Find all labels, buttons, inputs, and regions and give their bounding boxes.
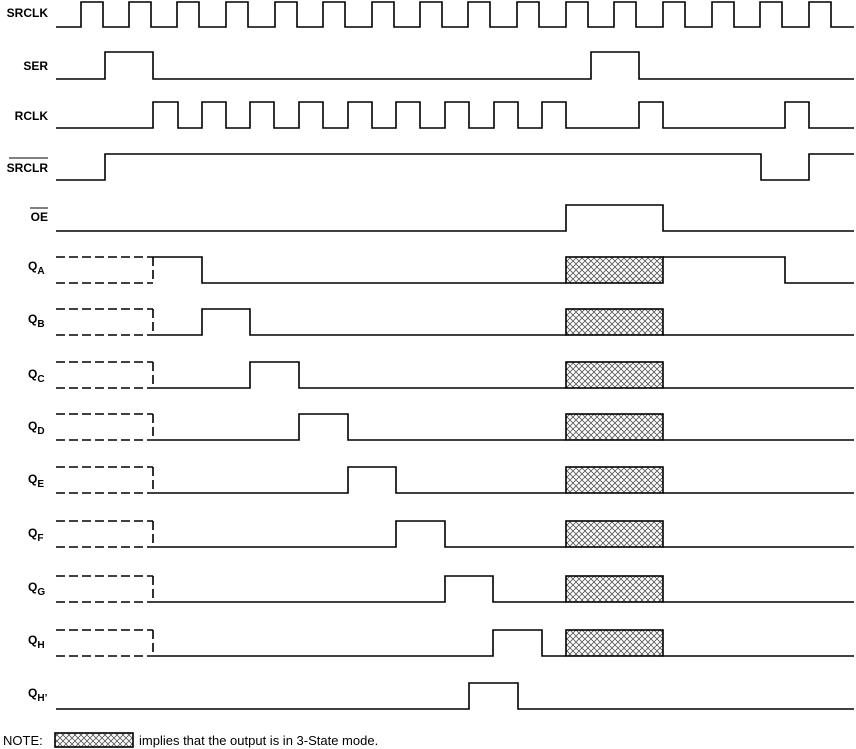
qa-wave — [153, 256, 566, 284]
label-qf: QF — [28, 526, 43, 544]
qg-wave — [153, 575, 566, 603]
rclk-wave — [56, 101, 854, 129]
label-rclk: RCLK — [15, 109, 49, 123]
ser-wave — [56, 51, 854, 80]
oe-wave — [56, 204, 854, 232]
qh-tristate-block — [565, 629, 664, 657]
srclk-wave — [56, 1, 854, 28]
qe-tristate-block — [565, 466, 664, 494]
qc-tristate-block — [565, 361, 664, 389]
qf-wave — [153, 520, 566, 548]
qg-tristate-block — [565, 575, 664, 603]
label-qb: QB — [28, 312, 45, 330]
label-qa: QA — [28, 259, 45, 277]
qd-wave — [153, 413, 566, 441]
qd-tristate-block — [565, 413, 664, 441]
label-qc: QC — [28, 367, 45, 385]
label-qg: QG — [28, 580, 45, 598]
qh-wave — [153, 629, 566, 657]
label-qe: QE — [28, 472, 44, 490]
label-qhp: QH’ — [28, 686, 48, 704]
qe-wave — [153, 466, 566, 494]
label-qd: QD — [28, 419, 45, 437]
label-qh: QH — [28, 633, 45, 651]
qc-wave — [153, 361, 566, 389]
qb-wave — [153, 308, 566, 336]
note-legend: NOTE: implies that the output is in 3-St… — [3, 732, 378, 748]
tristate-legend-swatch — [54, 732, 134, 748]
note-text: implies that the output is in 3-State mo… — [139, 733, 378, 748]
qa-tristate-block — [565, 256, 664, 284]
qf-tristate-block — [565, 520, 664, 548]
label-ser: SER — [23, 59, 48, 73]
label-srclk: SRCLK — [7, 6, 49, 20]
qhp-wave — [56, 682, 854, 710]
signal-labels: SRCLK SER RCLK SRCLR OE QA QB QC QD QE Q… — [7, 6, 49, 704]
label-srclr: SRCLR — [7, 161, 49, 175]
note-prefix: NOTE: — [3, 733, 43, 748]
qb-tristate-block — [565, 308, 664, 336]
waveforms — [56, 1, 854, 710]
srclr-wave — [56, 153, 854, 181]
qa-wave-after — [663, 256, 854, 284]
label-oe: OE — [31, 210, 48, 224]
